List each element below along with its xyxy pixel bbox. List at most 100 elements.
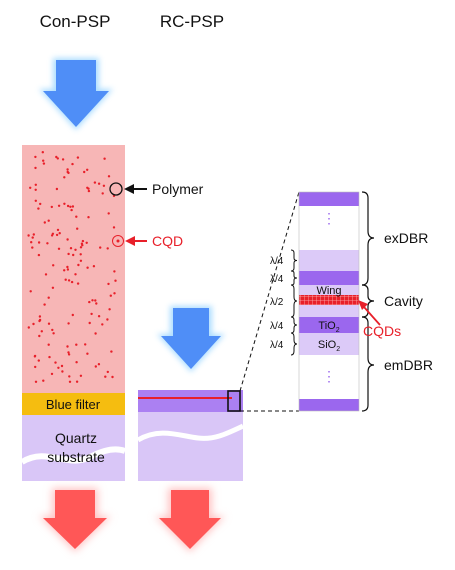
cqd-dot [38, 334, 41, 338]
cqd-dot [39, 202, 42, 206]
cqd-dot [44, 273, 48, 276]
cqd-dot [77, 263, 80, 267]
cqd-dot [72, 253, 75, 257]
cqd-dot [104, 375, 107, 378]
con-psp-title: Con-PSP [40, 12, 111, 31]
cqd-dot [37, 207, 40, 210]
right-braces [361, 191, 375, 412]
wing-layer-bottom [299, 305, 359, 317]
cqd-dot [75, 361, 78, 364]
cqd-dot [113, 292, 116, 295]
cqd-dot [86, 352, 89, 355]
cqd-dot [38, 315, 42, 318]
cqd-dot [66, 265, 69, 269]
cqd-dot [69, 205, 72, 208]
cqd-dot [38, 318, 42, 322]
cqd-dot [47, 296, 50, 299]
cqd-dot [56, 157, 59, 160]
cqd-mesh-layer [299, 295, 359, 305]
cqd-dot [85, 241, 88, 244]
quartz-label-line2: substrate [47, 449, 105, 465]
cqd-dot [76, 227, 79, 230]
cqd-dot [114, 279, 117, 282]
exdbr-gap [299, 206, 359, 250]
rc-quartz-substrate [138, 412, 243, 481]
cqd-dot [86, 186, 89, 189]
cqd-dot [92, 265, 96, 268]
polymer-pointer-arrow-icon [124, 184, 147, 194]
cqd-dot [34, 155, 37, 159]
polymer-marker [109, 182, 123, 196]
cqd-dot [43, 221, 46, 224]
cqd-dot [42, 162, 46, 165]
sio2-layer [299, 333, 359, 355]
sio2-text: SiO [318, 339, 337, 351]
exdbr-dark [299, 271, 359, 285]
cqd-dot [40, 330, 43, 333]
cqd-dot [30, 241, 33, 244]
cqd-dot [61, 370, 64, 373]
cqd-dot [68, 380, 72, 383]
wing-layer [299, 285, 359, 295]
tio2-subscript: 2 [336, 327, 340, 334]
cqd-dot [51, 232, 55, 235]
lambda4-label-2: λ/4 [270, 274, 284, 285]
cqd-dot [94, 365, 98, 368]
cqd-dot [99, 246, 102, 249]
cqd-dot [74, 273, 77, 276]
cqd-dot [51, 328, 54, 332]
rc-psp-title: RC-PSP [160, 12, 224, 31]
cqd-dot [37, 253, 41, 257]
cqd-marker [112, 235, 124, 247]
cqd-dot [47, 219, 50, 222]
cqd-dot [66, 238, 69, 241]
cqd-dot [107, 212, 110, 215]
cqd-dot [79, 253, 82, 256]
rc-quartz-break [136, 423, 245, 443]
cqd-dot [112, 226, 116, 229]
cqd-dot [43, 303, 46, 306]
zoom-box [227, 390, 241, 412]
cqd-dot [62, 269, 66, 272]
cqd-dot [52, 264, 55, 267]
cqd-dot [27, 234, 30, 237]
zoom-line-top [239, 191, 300, 392]
cqds-pointer-arrow-icon [358, 300, 381, 326]
cqd-dots [27, 151, 117, 383]
cqd-dot [107, 175, 111, 178]
cqd-dot [87, 216, 90, 219]
cqd-dot [54, 361, 57, 364]
cqd-dot [101, 323, 104, 326]
cqd-dot [51, 286, 55, 289]
polymer-layer [22, 145, 125, 393]
cqd-dot [48, 355, 51, 359]
cqd-dot [52, 332, 55, 335]
cqd-pointer-arrow-icon [125, 236, 147, 246]
emdbr-label: emDBR [384, 357, 433, 373]
cqd-dot [70, 208, 73, 212]
lambda4-label-3: λ/4 [270, 321, 284, 332]
cqd-dot [67, 353, 71, 356]
sio2-label: SiO2 [318, 339, 340, 353]
rc-dbr-layer [138, 390, 243, 412]
cqd-dot [81, 239, 85, 243]
cqd-dot [87, 189, 91, 193]
tio2-text: TiO [318, 320, 336, 332]
tio2-label: TiO2 [318, 320, 339, 334]
cqd-dot [34, 183, 37, 186]
cqd-dot [66, 204, 70, 208]
cqd-dot [91, 299, 94, 302]
cqd-dot [61, 158, 65, 161]
cqd-dot [97, 182, 101, 185]
cqd-dot [37, 359, 40, 362]
cqd-dot [74, 248, 77, 251]
zoomed-stack: ⋮ ⋮ Wing TiO2 SiO2 [298, 191, 360, 412]
cqd-dot [76, 282, 80, 285]
cqd-dot [107, 282, 110, 286]
cqd-dot [66, 170, 69, 174]
cqd-dot [63, 176, 66, 179]
cqd-dot [50, 372, 54, 376]
cqd-dot [32, 233, 35, 236]
cqd-dot [71, 205, 75, 208]
